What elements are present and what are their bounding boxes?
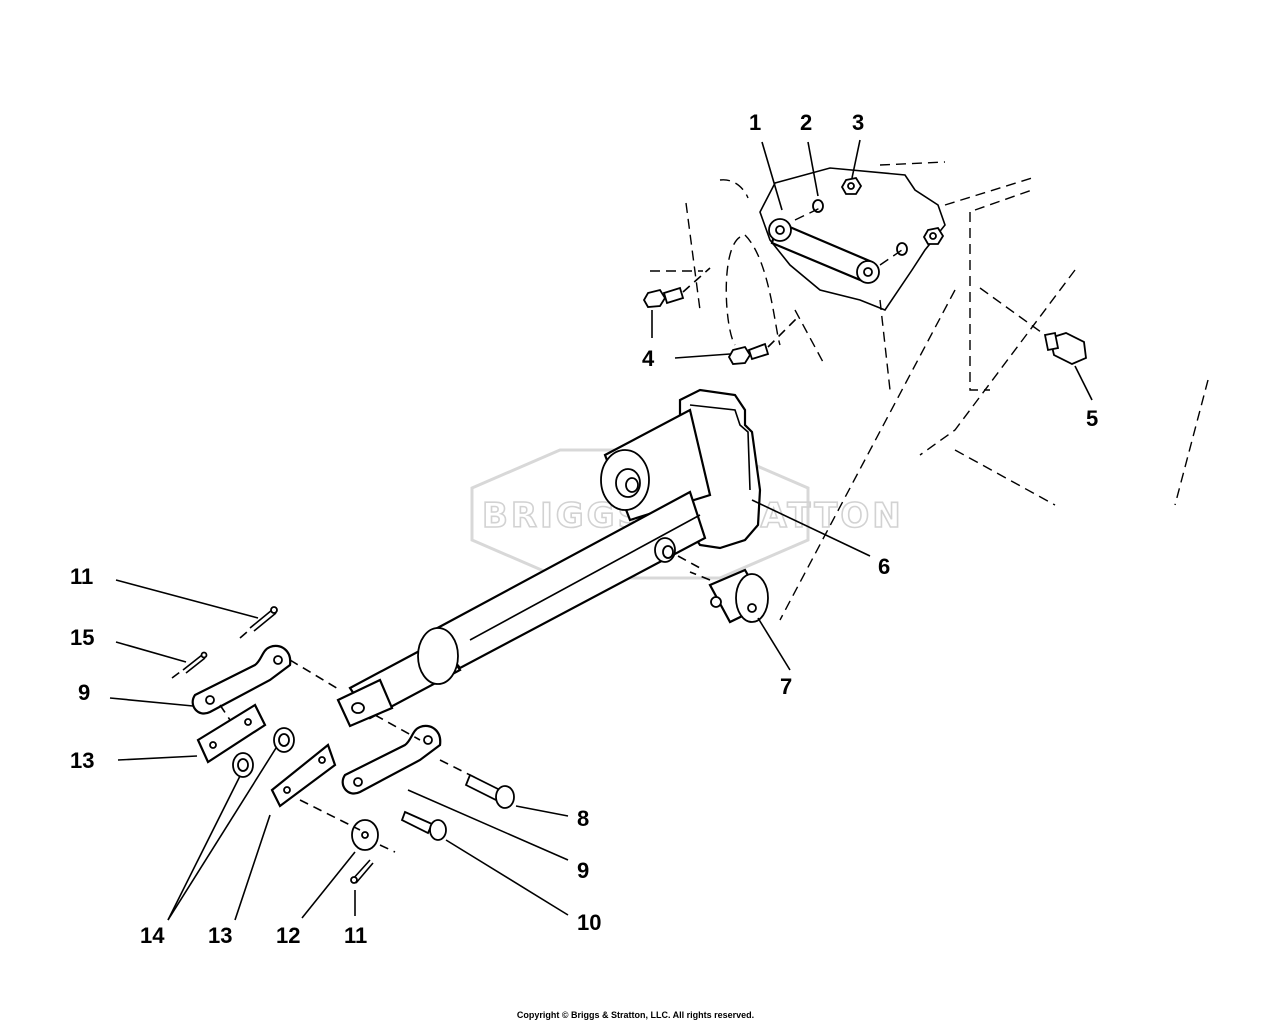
actuator-cap-7: [689, 568, 769, 624]
cotter-pin-15: [171, 651, 208, 679]
clevis-pin-8: [464, 773, 515, 809]
callout-7: 7: [780, 674, 792, 699]
leader-lines: [109, 139, 1093, 921]
bolt-4: [642, 267, 798, 365]
callout-15: 15: [70, 625, 94, 650]
bolt-5: [979, 287, 1087, 365]
callout-4: 4: [642, 346, 655, 371]
callout-12: 12: [276, 923, 300, 948]
clevis-pin-10: [400, 810, 447, 841]
cotter-pin-11: [239, 606, 374, 884]
callout-labels: 1 2 3 4 5 6 7 8 9 9 10 11 11 12 13 13 14…: [70, 110, 1098, 948]
callout-9-upper: 9: [78, 680, 90, 705]
frame-outline: [650, 161, 1209, 621]
callout-9-lower: 9: [577, 858, 589, 883]
linear-actuator: [336, 388, 762, 728]
callout-11-lower: 11: [344, 923, 367, 948]
callout-5: 5: [1086, 406, 1098, 431]
washer-2: [812, 199, 908, 256]
spacer-14: [232, 727, 295, 778]
callout-14: 14: [140, 923, 165, 948]
nut-3: [840, 176, 945, 245]
washer-12: [299, 799, 396, 853]
callout-8: 8: [577, 806, 589, 831]
callout-13-lower: 13: [208, 923, 232, 948]
clevis-bracket-9-upper: [191, 644, 341, 721]
callout-1: 1: [749, 110, 761, 135]
copyright-notice: Copyright © Briggs & Stratton, LLC. All …: [516, 1010, 755, 1020]
clevis-bracket-9-lower: [341, 714, 481, 795]
spacer-plate-13: [196, 703, 337, 808]
mounting-bracket: [759, 167, 946, 311]
callout-2: 2: [800, 110, 812, 135]
callout-13-upper: 13: [70, 748, 94, 773]
callout-3: 3: [852, 110, 864, 135]
callout-11-upper: 11: [70, 564, 93, 589]
callout-6: 6: [878, 554, 890, 579]
link-arm: [768, 218, 880, 284]
callout-10: 10: [577, 910, 601, 935]
